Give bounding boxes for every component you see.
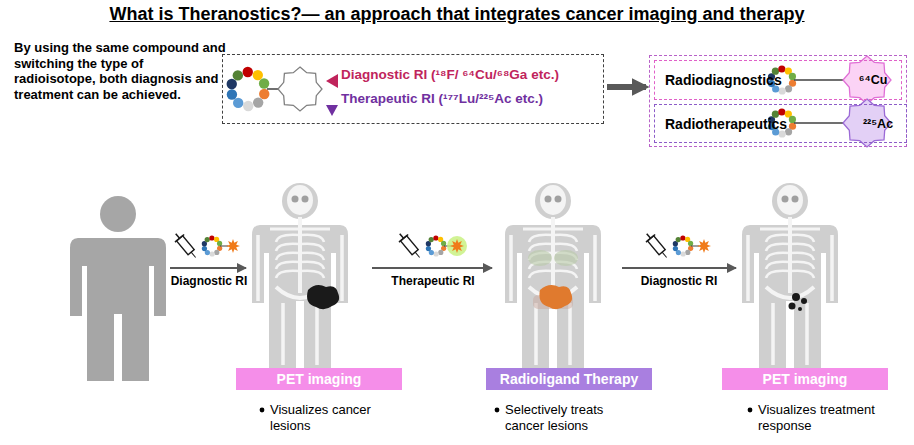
- patient-figure: [70, 196, 166, 381]
- peptide-bead: [233, 70, 243, 80]
- tumor-residual: [798, 307, 802, 311]
- skeleton-figure: [742, 183, 838, 368]
- step-label: Diagnostic RI: [636, 274, 722, 288]
- stage-label: PET imaging: [763, 371, 848, 387]
- step-label: Therapeutic RI: [382, 274, 484, 288]
- linker-line: [794, 79, 843, 81]
- step-arrow: [170, 230, 246, 268]
- peptide-bead: [243, 67, 253, 77]
- peptide-bead: [243, 101, 253, 111]
- peptide-bead: [680, 235, 685, 240]
- isotope-label: ⁶⁴Cu: [851, 73, 895, 87]
- node-text: Therapeutic RI (¹⁷⁷Lu/²²⁵Ac etc.): [341, 91, 595, 106]
- intro-note: By using the same compound and switching…: [14, 40, 226, 102]
- peptide-bead: [676, 237, 681, 242]
- flow-arrow: [607, 84, 646, 90]
- peptide-bead: [688, 241, 693, 246]
- peptide-bead: [426, 246, 431, 251]
- peptide-bead: [778, 65, 785, 72]
- peptide-bead: [438, 250, 443, 255]
- node-text: Radiotherapeutics: [665, 116, 787, 132]
- purple-triangle: [326, 105, 338, 116]
- product-group: Radiodiagnostics ⁶⁴CuRadiotherapeutics ²²⁵…: [649, 55, 907, 147]
- stage-label: Radioligand Therapy: [500, 371, 638, 387]
- syringe-icon: [171, 230, 200, 261]
- peptide-bead: [685, 250, 690, 255]
- peptide-bead: [217, 241, 222, 246]
- node-text: Diagnostic RI (¹⁸F/ ⁶⁴Cu/⁶⁸Ga etc.): [341, 67, 595, 82]
- tumor-treated: [539, 285, 572, 309]
- peptide-bead: [441, 241, 446, 246]
- peptide-bead: [202, 246, 207, 251]
- peptide-bead: [233, 98, 243, 108]
- peptide-bead: [259, 89, 269, 99]
- bullet-dot: [495, 408, 500, 413]
- title: What is Theranostics?— an approach that …: [0, 4, 914, 25]
- peptide-bead: [227, 79, 237, 89]
- stage-band: PET imaging: [236, 368, 402, 390]
- bullet-text: Selectively treats cancer lesions: [505, 402, 625, 433]
- step-label: Diagnostic RI: [166, 274, 252, 288]
- peptide-bead: [779, 87, 786, 94]
- radiodiagnostics-box: Radiodiagnostics ⁶⁴Cu: [654, 60, 902, 100]
- radiotherapeutics-box: Radiotherapeutics ²²⁵Ac: [654, 104, 907, 143]
- step-arrow: [372, 230, 492, 268]
- tumor-residual: [801, 298, 807, 304]
- peptide-bead: [673, 246, 678, 251]
- peptide-bead: [434, 251, 439, 256]
- stage-label: PET imaging: [277, 371, 362, 387]
- bullet-text: Visualizes treatment response: [758, 402, 878, 433]
- bullet-text: Visualizes cancer lesions: [270, 402, 388, 433]
- peptide-bead: [259, 78, 269, 88]
- tumor-residual: [792, 293, 800, 301]
- peptide-bead: [789, 73, 796, 80]
- isotope-label: ²²⁵Ac: [856, 117, 900, 131]
- peptide-bead: [433, 235, 438, 240]
- bullet-dot: [748, 408, 753, 413]
- peptide-bead: [429, 237, 434, 242]
- peptide-bead: [681, 251, 686, 256]
- peptide-bead: [210, 251, 215, 256]
- isotope-box: Diagnostic RI (¹⁸F/ ⁶⁴Cu/⁶⁸Ga etc.) Thera…: [222, 54, 604, 124]
- peptide-bead: [253, 97, 263, 107]
- linker-line: [794, 122, 843, 124]
- stage-band: PET imaging: [722, 368, 888, 390]
- peptide-bead: [778, 108, 785, 115]
- step-arrow: [622, 230, 736, 268]
- peptide-bead: [227, 89, 237, 99]
- tumor: [307, 285, 339, 309]
- peptide-bead: [209, 235, 214, 240]
- syringe-icon: [395, 230, 424, 261]
- peptide-bead: [789, 116, 796, 123]
- peptide-bead: [253, 70, 263, 80]
- peptide-bead: [205, 237, 210, 242]
- syringe-icon: [642, 230, 671, 261]
- peptide-bead: [785, 85, 792, 92]
- skeleton-figure: [505, 183, 601, 368]
- tumor-residual: [789, 303, 796, 310]
- red-triangle: [326, 74, 338, 88]
- compound-icon: [227, 67, 338, 116]
- node-text: Radiodiagnostics: [665, 72, 782, 88]
- peptide-bead: [214, 250, 219, 255]
- stage-band: Radioligand Therapy: [486, 368, 652, 390]
- skeleton-figure: [252, 183, 348, 368]
- chelator-star: [278, 67, 322, 111]
- bullet-dot: [260, 408, 265, 413]
